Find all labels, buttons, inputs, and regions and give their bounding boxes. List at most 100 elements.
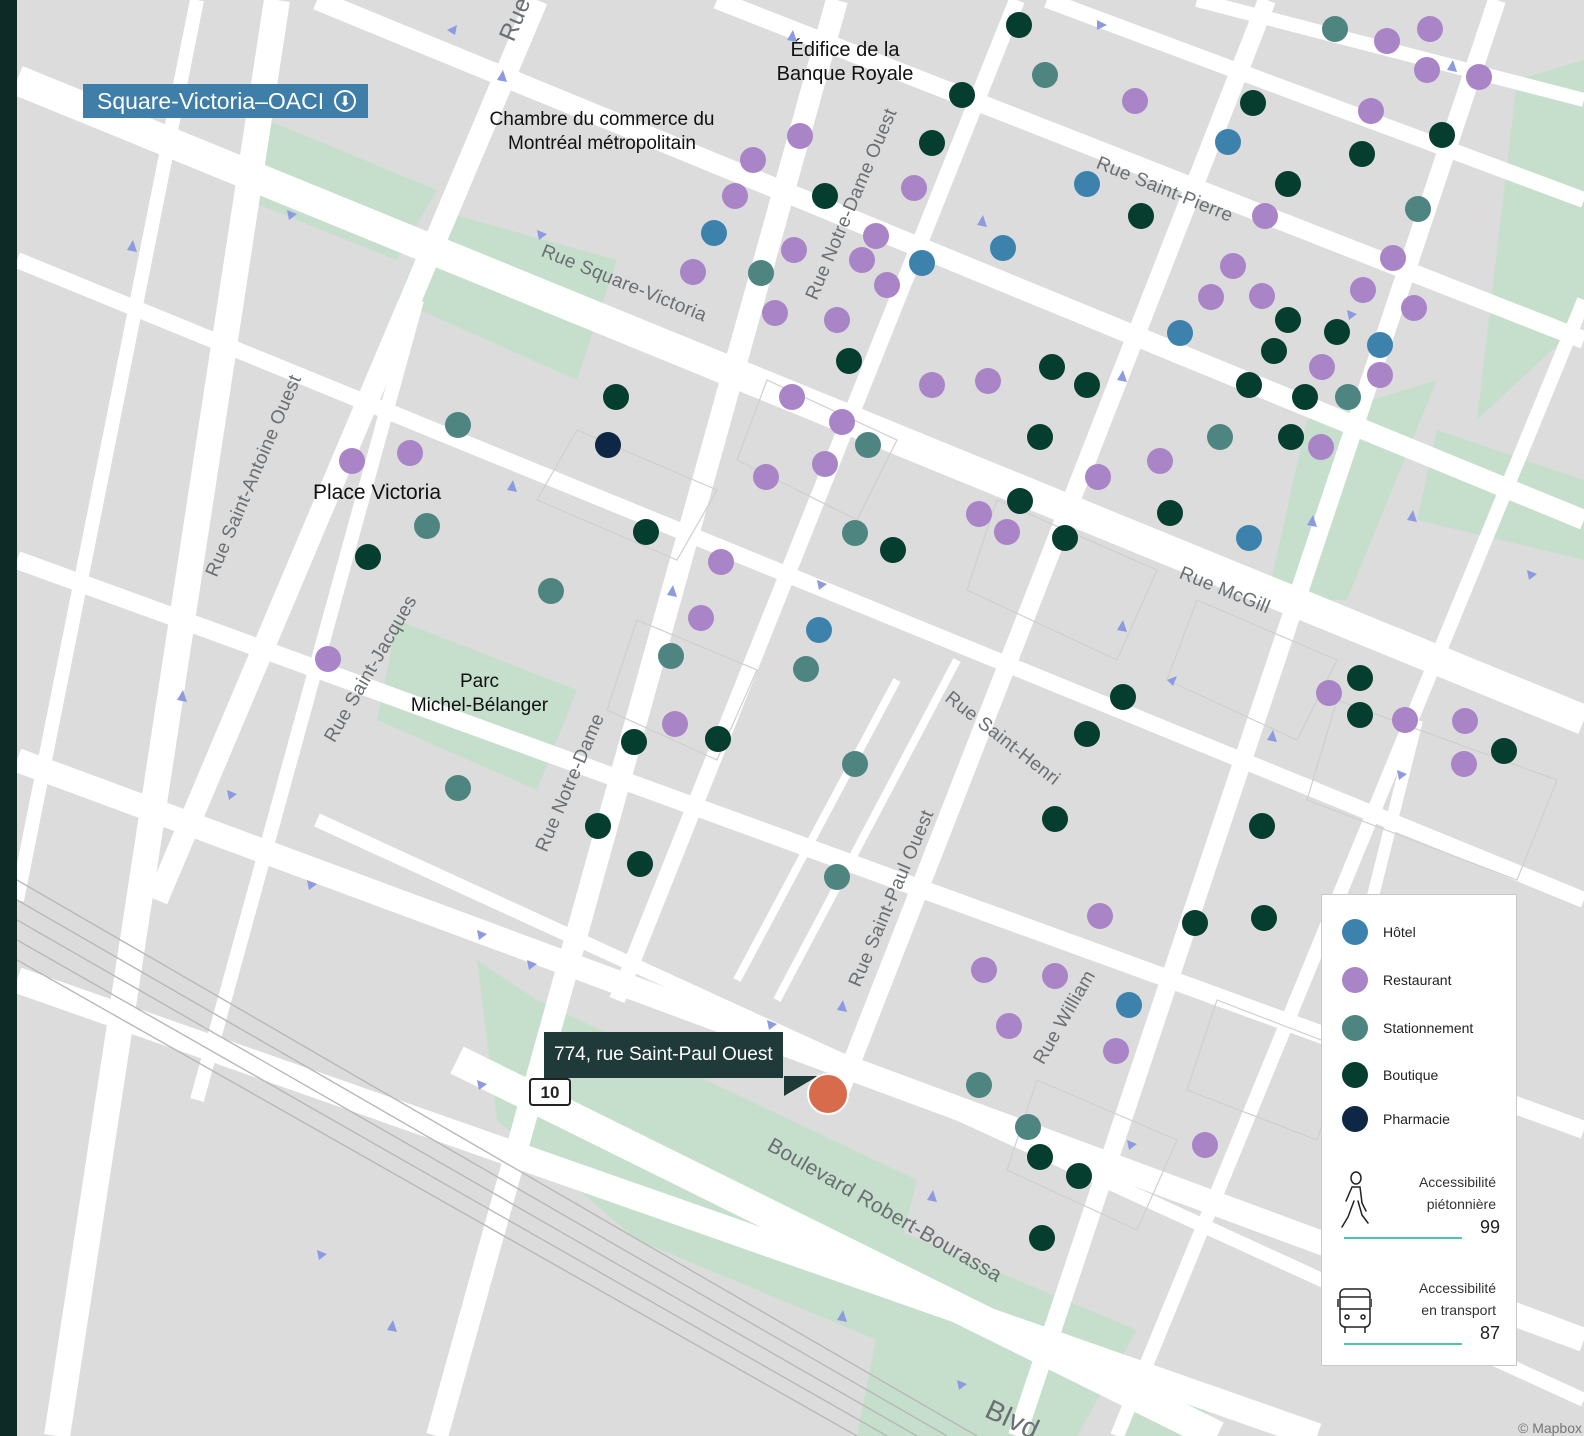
poi-marker-parking[interactable] (538, 578, 564, 604)
poi-marker-hotel[interactable] (1116, 992, 1142, 1018)
poi-marker-parking[interactable] (1032, 62, 1058, 88)
poi-marker-shop[interactable] (1240, 90, 1266, 116)
poi-marker-restaurant[interactable] (919, 372, 945, 398)
poi-marker-shop[interactable] (1236, 372, 1262, 398)
poi-marker-restaurant[interactable] (966, 501, 992, 527)
poi-marker-restaurant[interactable] (901, 175, 927, 201)
poi-marker-pharmacy[interactable] (595, 432, 621, 458)
poi-marker-restaurant[interactable] (1451, 751, 1477, 777)
poi-marker-restaurant[interactable] (1414, 57, 1440, 83)
poi-marker-restaurant[interactable] (1367, 362, 1393, 388)
address-tooltip[interactable]: 774, rue Saint-Paul Ouest (544, 1032, 818, 1096)
poi-marker-shop[interactable] (1429, 122, 1455, 148)
poi-marker-restaurant[interactable] (1122, 88, 1148, 114)
poi-marker-shop[interactable] (1278, 424, 1304, 450)
poi-marker-shop[interactable] (1052, 525, 1078, 551)
poi-marker-restaurant[interactable] (397, 440, 423, 466)
poi-marker-restaurant[interactable] (762, 300, 788, 326)
poi-marker-restaurant[interactable] (849, 247, 875, 273)
poi-marker-parking[interactable] (1405, 196, 1431, 222)
poi-marker-shop[interactable] (1251, 905, 1277, 931)
poi-marker-restaurant[interactable] (680, 259, 706, 285)
poi-marker-restaurant[interactable] (1103, 1038, 1129, 1064)
poi-marker-shop[interactable] (1261, 338, 1287, 364)
poi-marker-parking[interactable] (966, 1072, 992, 1098)
poi-marker-hotel[interactable] (909, 250, 935, 276)
poi-marker-parking[interactable] (1335, 384, 1361, 410)
poi-marker-shop[interactable] (949, 82, 975, 108)
poi-marker-parking[interactable] (445, 775, 471, 801)
poi-marker-parking[interactable] (1015, 1114, 1041, 1140)
poi-marker-restaurant[interactable] (971, 957, 997, 983)
legend-item-shop[interactable]: Boutique (1342, 1062, 1438, 1088)
poi-marker-restaurant[interactable] (1374, 28, 1400, 54)
poi-marker-shop[interactable] (1110, 684, 1136, 710)
poi-marker-hotel[interactable] (1215, 129, 1241, 155)
poi-marker-restaurant[interactable] (339, 448, 365, 474)
poi-marker-parking[interactable] (824, 864, 850, 890)
poi-marker-shop[interactable] (1275, 307, 1301, 333)
poi-marker-shop[interactable] (1007, 488, 1033, 514)
poi-marker-shop[interactable] (812, 183, 838, 209)
poi-marker-restaurant[interactable] (1147, 448, 1173, 474)
poi-marker-shop[interactable] (1324, 319, 1350, 345)
poi-marker-parking[interactable] (793, 656, 819, 682)
poi-marker-restaurant[interactable] (1309, 354, 1335, 380)
poi-marker-hotel[interactable] (1236, 525, 1262, 551)
poi-marker-shop[interactable] (621, 729, 647, 755)
metro-station-label[interactable]: Square-Victoria–OACI ⬇ (83, 84, 369, 118)
poi-marker-restaurant[interactable] (1085, 464, 1111, 490)
poi-marker-parking[interactable] (1207, 424, 1233, 450)
poi-marker-restaurant[interactable] (708, 549, 734, 575)
poi-marker-shop[interactable] (1347, 665, 1373, 691)
poi-marker-hotel[interactable] (1167, 320, 1193, 346)
legend-item-parking[interactable]: Stationnement (1342, 1015, 1473, 1041)
poi-marker-shop[interactable] (1347, 702, 1373, 728)
poi-marker-shop[interactable] (1039, 354, 1065, 380)
poi-marker-restaurant[interactable] (1350, 277, 1376, 303)
poi-marker-parking[interactable] (445, 412, 471, 438)
poi-marker-parking[interactable] (1322, 16, 1348, 42)
poi-marker-shop[interactable] (1066, 1163, 1092, 1189)
poi-marker-restaurant[interactable] (824, 307, 850, 333)
poi-marker-restaurant[interactable] (779, 384, 805, 410)
poi-marker-restaurant[interactable] (874, 272, 900, 298)
poi-marker-restaurant[interactable] (863, 223, 889, 249)
poi-marker-shop[interactable] (1074, 372, 1100, 398)
poi-marker-parking[interactable] (658, 643, 684, 669)
poi-marker-shop[interactable] (1074, 721, 1100, 747)
legend-item-hotel[interactable]: Hôtel (1342, 919, 1416, 945)
legend-item-restaurant[interactable]: Restaurant (1342, 967, 1451, 993)
poi-marker-shop[interactable] (1027, 424, 1053, 450)
poi-marker-restaurant[interactable] (1452, 708, 1478, 734)
poi-marker-restaurant[interactable] (1198, 284, 1224, 310)
poi-marker-shop[interactable] (1157, 500, 1183, 526)
poi-marker-restaurant[interactable] (1042, 963, 1068, 989)
poi-marker-restaurant[interactable] (975, 368, 1001, 394)
poi-marker-restaurant[interactable] (740, 147, 766, 173)
poi-marker-restaurant[interactable] (781, 237, 807, 263)
poi-marker-parking[interactable] (855, 432, 881, 458)
poi-marker-shop[interactable] (1275, 171, 1301, 197)
poi-marker-restaurant[interactable] (996, 1013, 1022, 1039)
poi-marker-restaurant[interactable] (688, 605, 714, 631)
poi-marker-restaurant[interactable] (1466, 64, 1492, 90)
legend-item-pharmacy[interactable]: Pharmacie (1342, 1106, 1450, 1132)
poi-marker-shop[interactable] (836, 348, 862, 374)
poi-marker-hotel[interactable] (990, 235, 1016, 261)
poi-marker-parking[interactable] (414, 513, 440, 539)
poi-marker-shop[interactable] (1292, 384, 1318, 410)
poi-marker-shop[interactable] (705, 726, 731, 752)
poi-marker-restaurant[interactable] (315, 646, 341, 672)
poi-marker-restaurant[interactable] (1358, 98, 1384, 124)
poi-marker-hotel[interactable] (701, 220, 727, 246)
poi-marker-restaurant[interactable] (994, 519, 1020, 545)
poi-marker-shop[interactable] (1027, 1144, 1053, 1170)
poi-marker-parking[interactable] (842, 520, 868, 546)
poi-marker-shop[interactable] (355, 544, 381, 570)
poi-marker-restaurant[interactable] (662, 711, 688, 737)
poi-marker-shop[interactable] (1029, 1225, 1055, 1251)
poi-marker-shop[interactable] (880, 537, 906, 563)
poi-marker-shop[interactable] (1249, 813, 1275, 839)
poi-marker-hotel[interactable] (1074, 171, 1100, 197)
